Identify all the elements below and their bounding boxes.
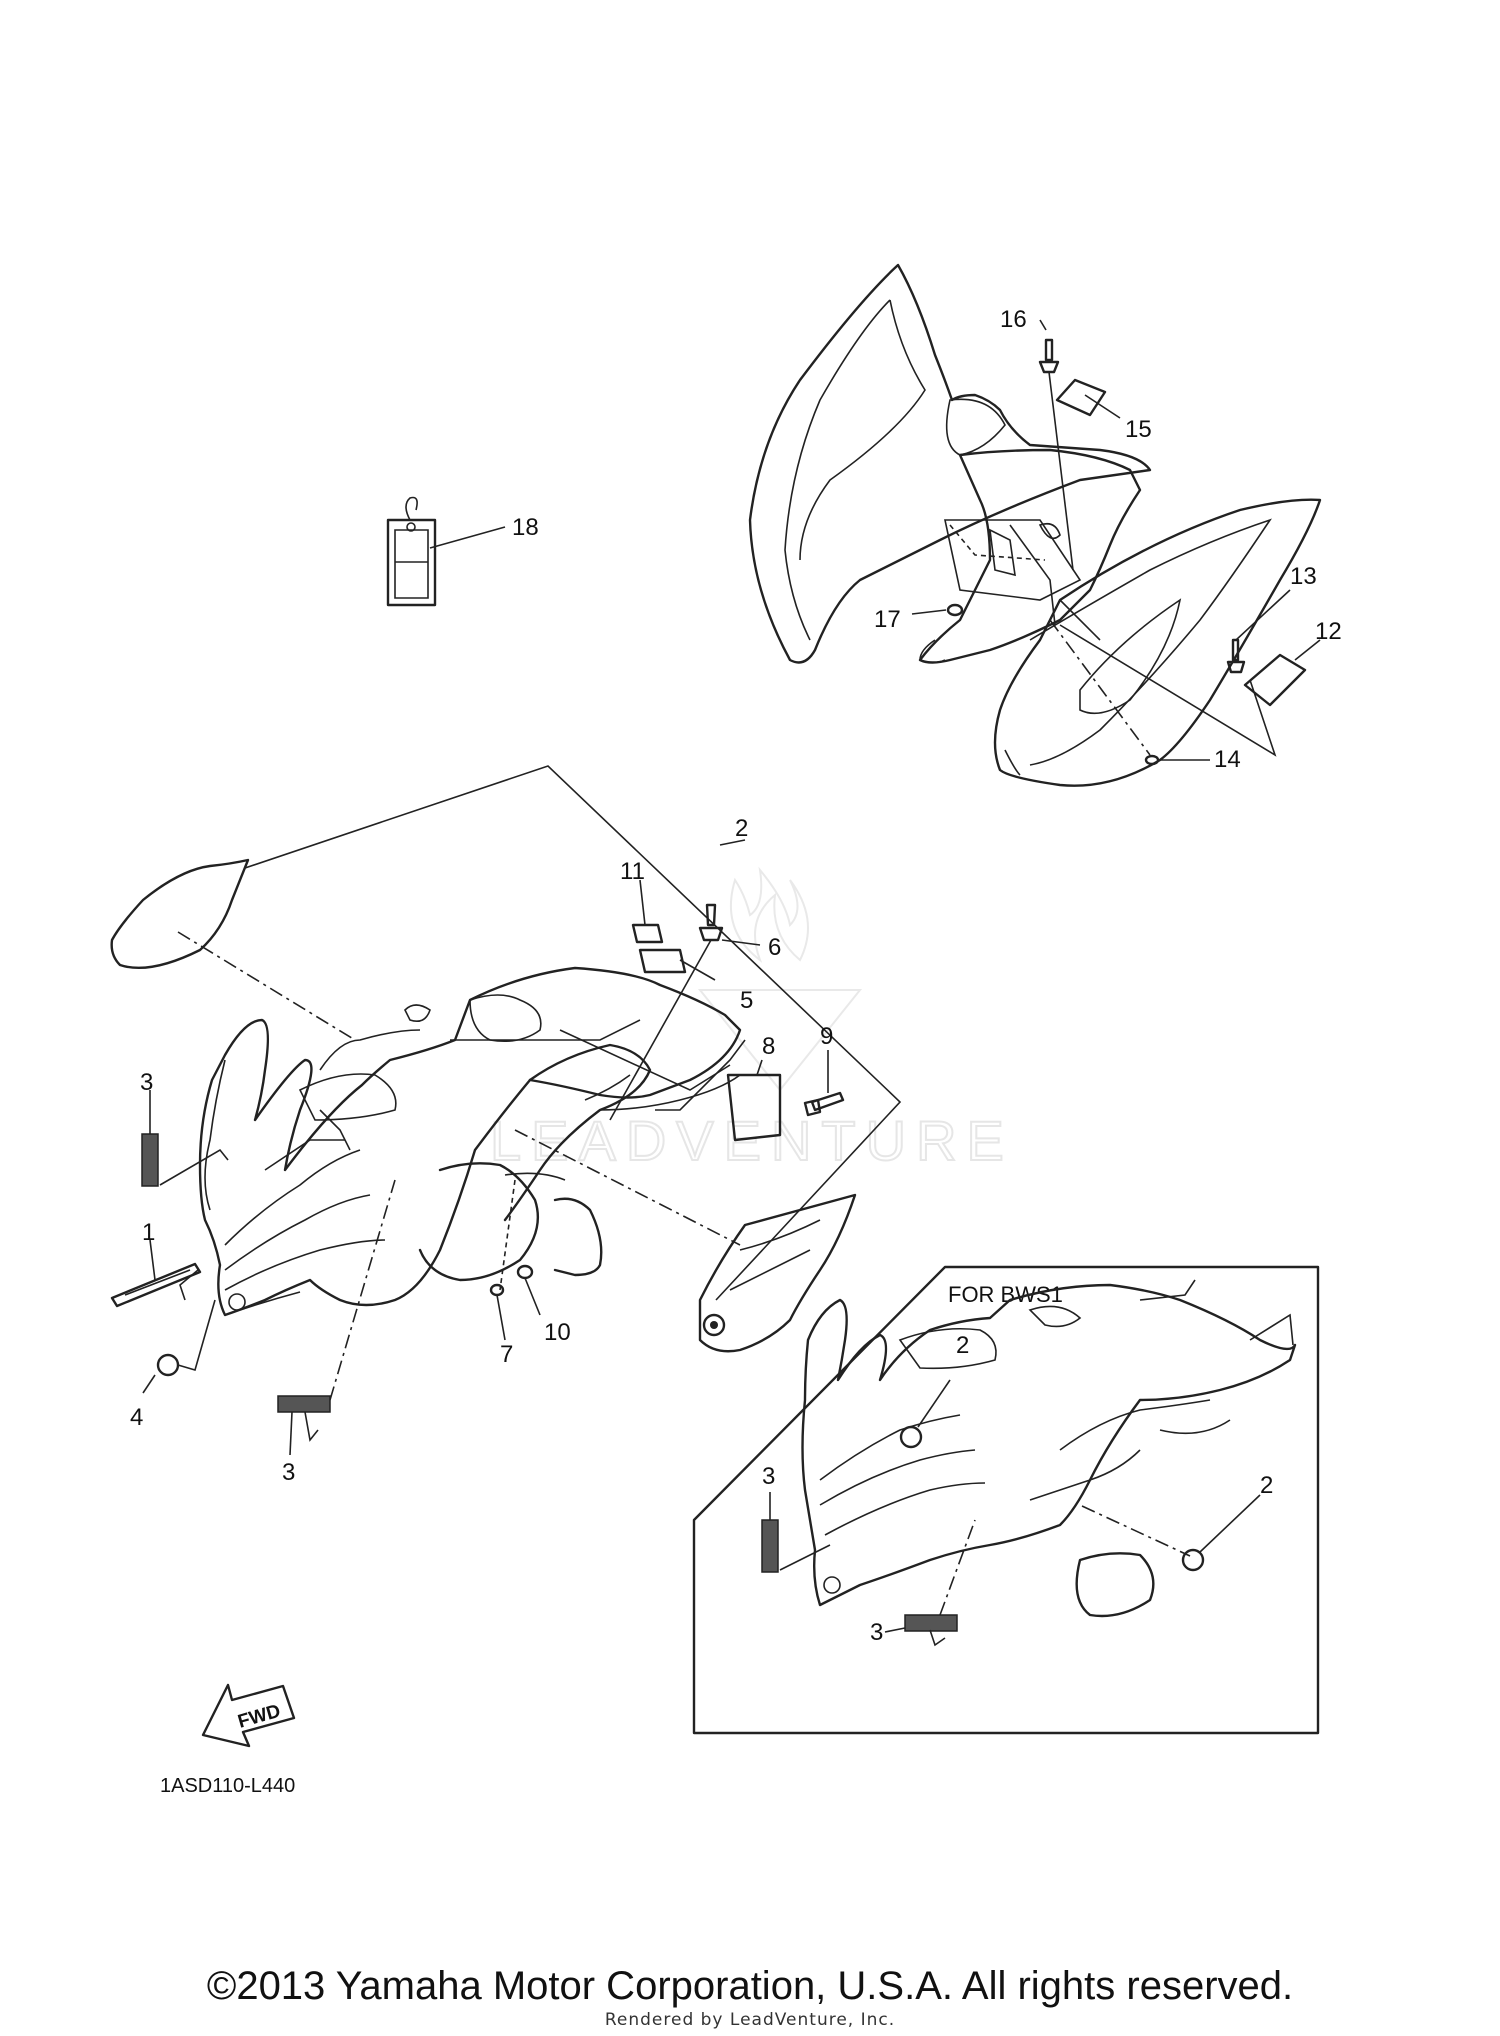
fwd-arrow-icon: FWD: [201, 1683, 296, 1748]
part-16-bolt: [1038, 319, 1074, 571]
part-11-label: [631, 879, 664, 944]
watermark: LEADVENTURE: [489, 866, 1014, 1173]
part-3-decal-top: [141, 1090, 229, 1187]
inset-part-2-emblem: [1181, 1548, 1205, 1572]
watermark-text: LEADVENTURE: [490, 1109, 1014, 1172]
callout-3-bottom: 3: [282, 1459, 295, 1486]
inset-callout-2-top: 2: [956, 1332, 969, 1359]
front-fender: [110, 765, 902, 1317]
part-3-decal-bottom: [277, 1179, 396, 1456]
callout-2: 2: [735, 815, 748, 842]
part-6-bolt: [609, 903, 761, 1121]
part-12-label: [1243, 639, 1321, 707]
inset-part-3-decal-top: [761, 1519, 779, 1573]
inset-part-3-decal-bottom: [904, 1614, 958, 1632]
part-13-bolt: [1226, 589, 1291, 674]
copyright-notice: ©2013 Yamaha Motor Corporation, U.S.A. A…: [206, 1964, 1294, 2008]
callout-11: 11: [620, 858, 645, 885]
callout-5: 5: [740, 987, 753, 1014]
callout-6: 6: [768, 934, 781, 961]
part-14-nut: [1049, 619, 1277, 766]
part-9-bolt: [803, 1050, 845, 1117]
callout-labels: 18 16 15 13 12 17 14 2 11 6 5 8 9 3 1 4 …: [130, 306, 1342, 1646]
callout-1: 1: [142, 1219, 155, 1246]
callout-13: 13: [1290, 563, 1317, 590]
inset-bws1: FOR BWS1: [692, 1265, 1320, 1735]
part-1-emblem: [110, 1239, 202, 1308]
callout-18: 18: [512, 514, 539, 541]
part-2-side-decal: [514, 1129, 857, 1353]
callout-12: 12: [1315, 618, 1342, 645]
part-7-nut: [489, 1283, 506, 1341]
inset-callout-3-top: 3: [762, 1463, 775, 1490]
callout-7: 7: [500, 1341, 513, 1368]
callout-10: 10: [544, 1319, 571, 1346]
part-tag-18: [386, 496, 506, 607]
diagram-code: 1ASD110-L440: [160, 1775, 295, 1797]
inset-callout-2-right: 2: [1260, 1472, 1273, 1499]
callout-17: 17: [874, 606, 901, 633]
callout-15: 15: [1125, 416, 1152, 443]
inset-part-2-cap: [899, 1425, 923, 1449]
callout-16: 16: [1000, 306, 1027, 333]
rear-fender: [748, 263, 1322, 787]
callout-3-top: 3: [140, 1069, 153, 1096]
callout-14: 14: [1214, 746, 1241, 773]
part-15-label: [1055, 378, 1121, 419]
callout-9: 9: [820, 1023, 833, 1050]
part-8-decal: [726, 1059, 782, 1142]
part-5-label: [638, 948, 716, 981]
callout-8: 8: [762, 1033, 775, 1060]
part-10-nut: [516, 1264, 541, 1316]
rendered-by-credit: Rendered by LeadVenture, Inc.: [604, 2010, 896, 2030]
inset-callout-3-bottom: 3: [870, 1619, 883, 1646]
part-17-nut: [911, 603, 964, 617]
part-4-cap: [142, 1299, 216, 1394]
callout-4: 4: [130, 1404, 143, 1431]
